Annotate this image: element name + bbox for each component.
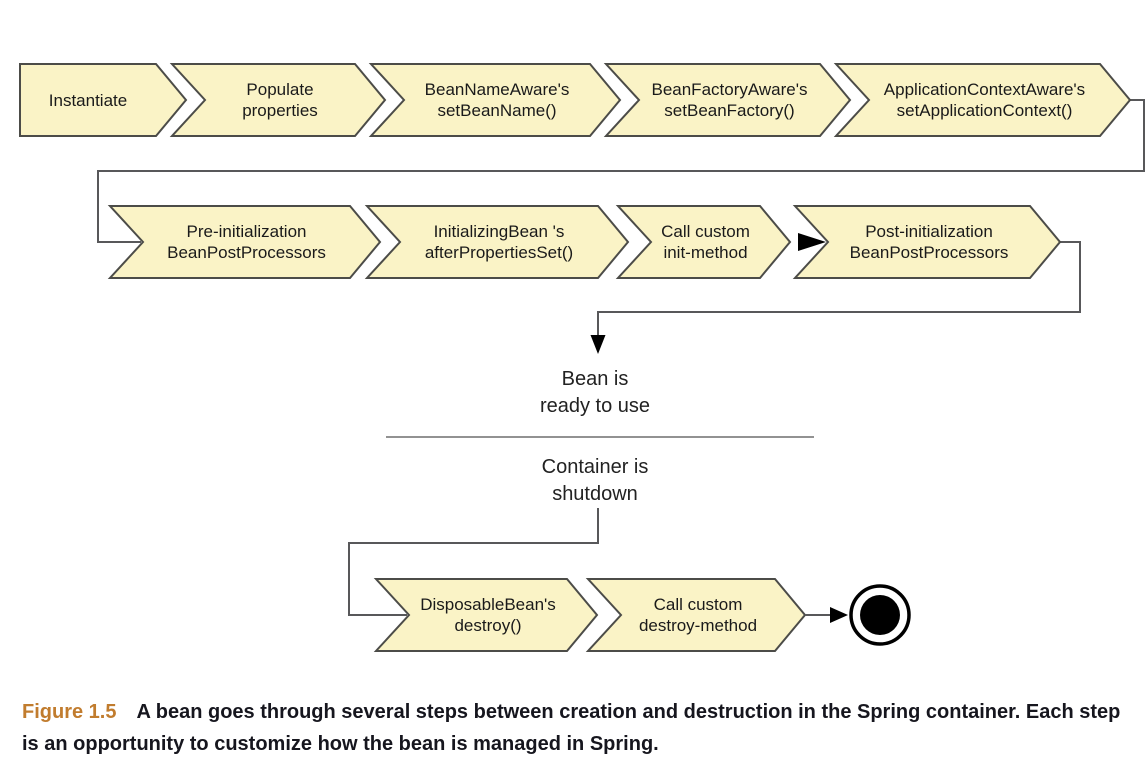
chevron-disposable-bean-destroy xyxy=(373,578,599,652)
figure-number-label: Figure 1.5 xyxy=(22,701,117,723)
chevron-set-application-context xyxy=(833,63,1132,137)
connector-shutdown-to-destroy xyxy=(348,508,599,616)
arrowhead-down-icon xyxy=(590,335,606,354)
connector-row2-to-ready xyxy=(597,241,1081,338)
chevron-set-bean-factory xyxy=(603,63,852,137)
figure-caption-text: A bean goes through several steps betwee… xyxy=(22,701,1121,755)
chevron-call-custom-destroy xyxy=(585,578,807,652)
chevron-after-properties-set xyxy=(364,205,630,279)
connector-row1-to-row2 xyxy=(97,99,1145,243)
arrowhead-right-icon xyxy=(798,233,826,251)
chevron-call-custom-init xyxy=(615,205,792,279)
bean-ready-label: Bean is ready to use xyxy=(539,368,651,417)
arrowhead-right-icon xyxy=(830,607,848,623)
chevron-populate-properties xyxy=(169,63,387,137)
end-state-inner-circle xyxy=(860,595,900,635)
chevron-instantiate xyxy=(19,63,188,137)
chevron-post-init-beanpostprocessors xyxy=(792,205,1062,279)
container-shutdown-label: Container is shutdown xyxy=(541,456,649,505)
chevron-set-bean-name xyxy=(368,63,622,137)
chevron-pre-init-beanpostprocessors xyxy=(107,205,382,279)
